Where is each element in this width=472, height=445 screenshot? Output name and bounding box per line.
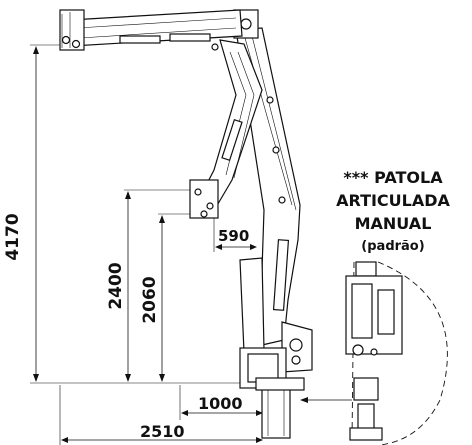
dimension-2510-label: 2510 (140, 422, 185, 441)
dimension-590: 590 (213, 218, 257, 252)
note-block: *** PATOLA ARTICULADA MANUAL (padrão) (336, 168, 450, 254)
note-line-4: (padrão) (361, 239, 424, 254)
dimension-1000-label: 1000 (198, 394, 243, 413)
note-line-1: *** PATOLA (343, 168, 443, 187)
outrigger-detail (300, 261, 448, 445)
dimension-4170-label: 4170 (3, 213, 23, 260)
dimension-2510: 2510 (59, 385, 263, 445)
dimension-2400-label: 2400 (106, 262, 126, 309)
dimension-2060: 2060 (140, 213, 205, 382)
crane-base (239, 257, 313, 439)
dimension-1000: 1000 (179, 385, 263, 420)
dimension-2400: 2400 (106, 189, 195, 382)
crane-boom (59, 9, 243, 51)
dimension-4170: 4170 (3, 44, 250, 384)
crane-jib-arm (189, 39, 263, 219)
note-line-2: ARTICULADA (336, 191, 450, 210)
dimension-590-label: 590 (218, 227, 249, 245)
note-line-3: MANUAL (355, 214, 432, 233)
dimension-2060-label: 2060 (140, 276, 160, 323)
